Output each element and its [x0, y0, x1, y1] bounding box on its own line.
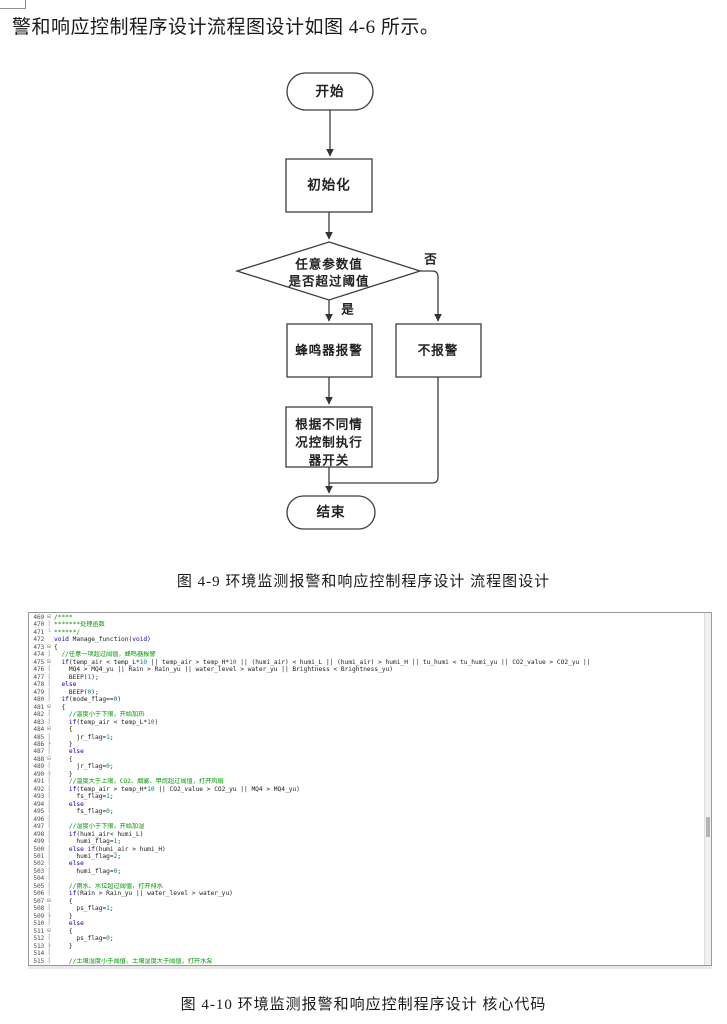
- code-line: 510│ else: [33, 920, 84, 928]
- start-node: [286, 72, 374, 111]
- code-line: 511⊟ {: [33, 927, 73, 935]
- code-line: 498│ if(humi_air< humi_L): [33, 830, 144, 838]
- control-node: [285, 406, 373, 468]
- code-line: 488⊟ {: [33, 755, 73, 763]
- code-line: 475⊟ if(temp_air < temp_L*10 || temp_air…: [33, 658, 591, 666]
- yes-branch-label: 是: [340, 302, 355, 316]
- code-line: 470│*******处理函数: [33, 621, 105, 629]
- code-line: 471└******/: [33, 628, 81, 636]
- cropped-frame-artifact: [0, 0, 26, 9]
- code-scrollbar-thumb: [706, 817, 710, 837]
- code-line: 484⊟ {: [33, 726, 73, 734]
- code-line: 483│ if(temp_air < temp_L*10): [33, 718, 159, 726]
- start-label: 开始: [316, 83, 345, 99]
- code-line: 507⊟ {: [33, 897, 73, 905]
- code-line: 494│ else: [33, 800, 84, 808]
- code-line: 477│ BEEP(1);: [33, 673, 99, 681]
- code-scrollbar: [704, 613, 711, 965]
- code-line: 506│ if(Rain > Rain_yu || water_level > …: [33, 890, 233, 898]
- init-label: 初始化: [307, 177, 351, 193]
- decision-node: [234, 241, 423, 301]
- code-line: 485│ jr_flag=1;: [33, 733, 114, 741]
- code-line: 493│ fs_flag=1;: [33, 793, 114, 801]
- code-line: 499│ humi_flag=1;: [33, 838, 122, 846]
- code-line: 502│ else: [33, 860, 84, 868]
- code-line: 497│ //湿度小于下限，开始加湿: [33, 823, 145, 831]
- code-line: 482│ //温度小于下限，开始加热: [33, 711, 145, 719]
- code-line: 481⊟ {: [33, 703, 66, 711]
- code-line: 495│ fs_flag=0;: [33, 808, 114, 816]
- code-line: 472 void Manage_function(void): [33, 636, 151, 644]
- no-alarm-node: [395, 323, 482, 378]
- connector-noalarm-merge: [329, 377, 439, 484]
- code-line: 496│: [33, 815, 51, 823]
- end-label: 结束: [317, 504, 346, 520]
- code-line: 489│ jr_flag=0;: [33, 763, 114, 771]
- code-line: 515│ //土壤湿度小于阈值、土壤湿度大于阈值，打开水泵: [33, 957, 213, 965]
- code-line: 503│ humi_flag=0;: [33, 867, 122, 875]
- code-line: 508│ ps_flag=1;: [33, 905, 114, 913]
- code-screenshot-shadow: [28, 966, 712, 969]
- connector-no-branch: [420, 270, 442, 322]
- code-line: 486├ }: [33, 740, 73, 748]
- code-line: 479│ BEEP(0);: [33, 688, 99, 696]
- decision-label-line1: 任意参数值: [294, 256, 363, 271]
- control-label-line3: 器开关: [308, 452, 350, 467]
- code-line: 473⊟{: [33, 643, 58, 651]
- code-line: 504│: [33, 875, 51, 883]
- code-line: 474│ //任意一项超过阈值，蜂鸣器报警: [33, 651, 156, 659]
- code-line: 490├ }: [33, 770, 73, 778]
- alarm-node: [286, 323, 373, 378]
- code-line: 487│ else: [33, 748, 84, 756]
- code-line: 492│ if(temp_air > temp_H*10 || CO2_valu…: [33, 785, 300, 793]
- code-line: 501│ humi_flag=2;: [33, 853, 122, 860]
- code-line: 476│ MQ4 > MQ4_yu || Rain > Rain_yu || w…: [33, 666, 393, 674]
- intro-paragraph: 警和响应控制程序设计流程图设计如图 4-6 所示。: [12, 17, 440, 38]
- code-line: 469⊟/****: [33, 614, 73, 621]
- flowchart: 开始 初始化 任意参数值 是否超过阈值 否 是 蜂鸣器报警 不报警 根据不同情 …: [234, 72, 482, 530]
- end-node: [286, 495, 376, 530]
- code-line: 500│ else if(humi_air > humi_H): [33, 845, 166, 853]
- code-line: 513├ }: [33, 942, 73, 950]
- control-label-line2: 况控制执行: [295, 434, 363, 449]
- figure-caption-flowchart: 图 4-9 环境监测报警和响应控制程序设计 流程图设计: [176, 574, 551, 590]
- alarm-label: 蜂鸣器报警: [295, 342, 363, 357]
- code-line: 480│ if(mode_flag==0): [33, 696, 122, 704]
- code-line: 512│ ps_flag=0;: [33, 935, 114, 943]
- no-branch-label: 否: [423, 252, 438, 266]
- no-alarm-label: 不报警: [418, 342, 459, 357]
- code-line: 491│ //温度大于上限，CO2、烟雾、甲烷超过阈值，打开风扇: [33, 778, 224, 786]
- control-label-line1: 根据不同情: [295, 416, 363, 431]
- code-line: 505│ //雨水、水位超过阈值，打开排水: [33, 882, 163, 890]
- code-line: 509├ }: [33, 912, 73, 920]
- decision-label-line2: 是否超过阈值: [287, 273, 369, 288]
- init-node: [285, 158, 373, 213]
- code-line: 514│: [33, 950, 51, 958]
- code-line: 478│ else: [33, 681, 77, 689]
- figure-caption-code: 图 4-10 环境监测报警和响应控制程序设计 核心代码: [180, 997, 547, 1013]
